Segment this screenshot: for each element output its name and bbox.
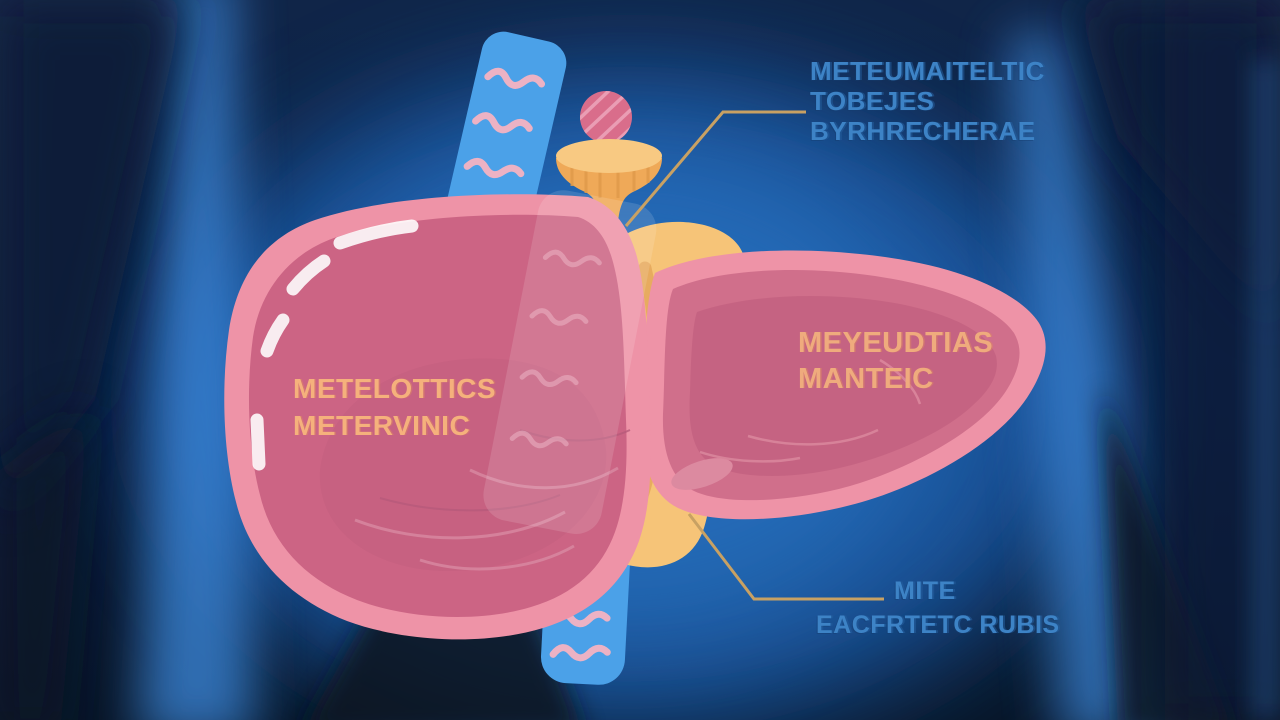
label-top-right-line3: BYRHRECHERAE [810,116,1036,146]
callout-line-top-right [624,110,806,227]
callout-lines [624,110,884,601]
label-top-right-line2: TOBEJES [810,86,935,116]
label-left-lobe-line1: METELOTTICS [293,373,497,404]
label-bottom-right: MITE EACFRTETC RUBIS [816,574,1060,642]
label-right-lobe-line2: MANTEIC [798,363,934,395]
liver-right-lobe [641,250,1046,520]
left-arm-glow [139,0,255,720]
label-right-lobe: MEYEUDTIAS MANTEIC [798,325,993,397]
label-left-lobe-line2: METERVINIC [293,410,471,441]
label-top-right: METEUMAITELTIC TOBEJES BYRHRECHERAE [810,56,1045,146]
right-lobe-inner-shade [689,296,997,476]
left-lobe-inner-shade [319,358,607,572]
duct-through-liver-overlay [483,190,657,534]
callout-line-bottom-right [687,513,884,601]
left-lobe-shine-dashes [250,219,419,471]
funnel-disc [556,139,662,256]
label-top-right-line1: METEUMAITELTIC [810,56,1045,86]
right-lobe-vessels [699,358,922,463]
label-right-lobe-line1: MEYEUDTIAS [798,327,994,359]
label-bottom-right-line2: EACFRTETC RUBIS [816,611,1060,639]
right-lobe-highlight [671,458,733,490]
label-left-lobe: METELOTTICS METERVINIC [293,370,496,444]
liver-left-lobe [224,190,657,640]
left-lobe-vessels [354,429,631,571]
label-bottom-right-line1: MITE [894,577,956,605]
